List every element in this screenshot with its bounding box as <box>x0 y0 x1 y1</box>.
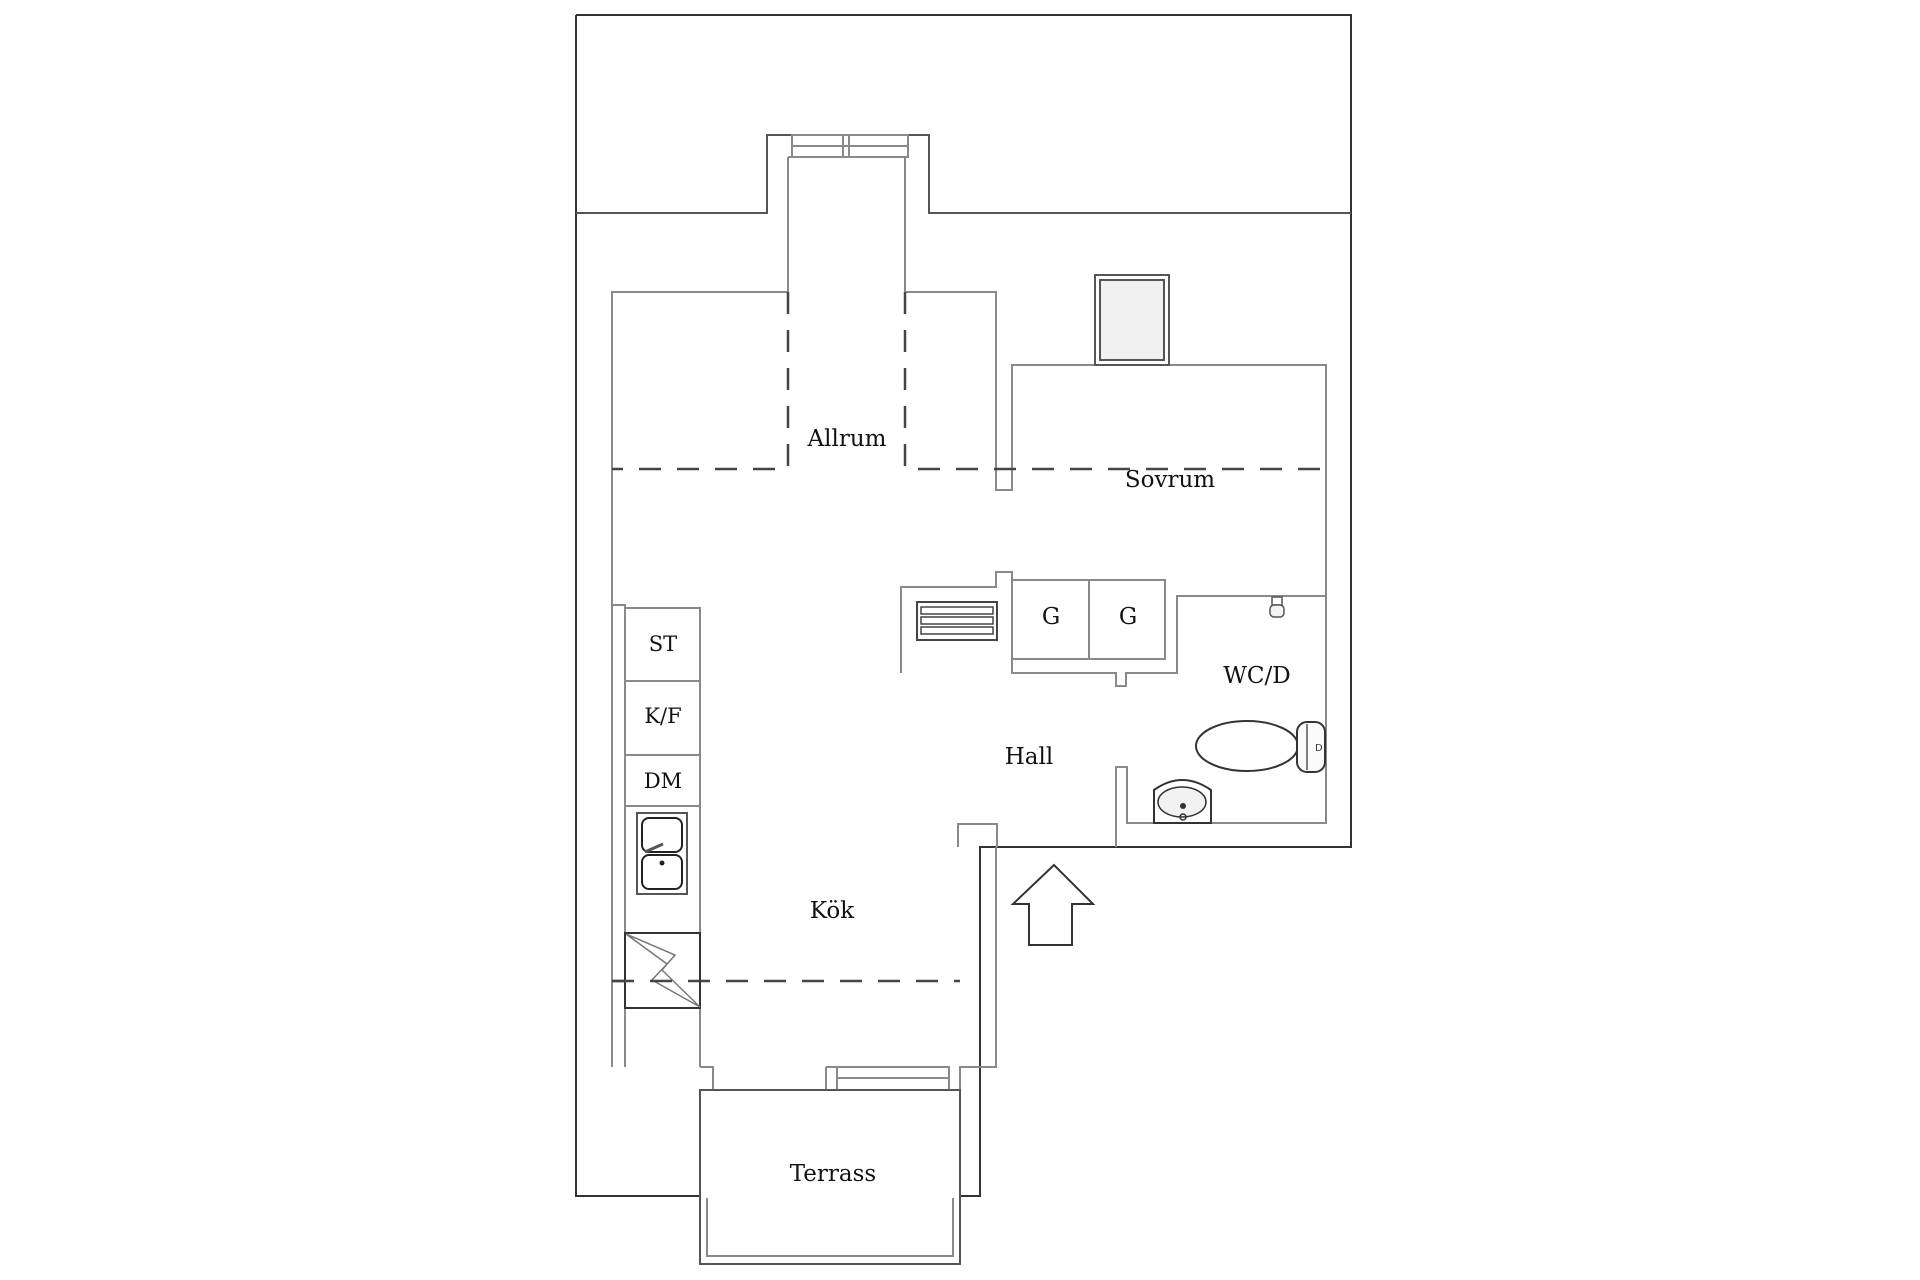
roof-line <box>576 134 1351 214</box>
ceiling-line-allrum <box>612 292 790 471</box>
kitchen-window <box>825 1066 950 1090</box>
kitchen-sink-icon <box>636 812 688 895</box>
kitchen-unit-st: ST <box>649 632 677 656</box>
svg-text:D: D <box>1315 743 1323 754</box>
stove-icon <box>624 932 701 1009</box>
shower-icon <box>1269 596 1285 618</box>
radiator-icon <box>916 601 998 641</box>
closet-label: G <box>1119 604 1137 630</box>
kitchen-unit-kf: K/F <box>644 704 681 728</box>
closet-walls <box>900 571 1327 847</box>
dormer-window <box>787 134 909 292</box>
room-label-terrass: Terrass <box>790 1161 876 1187</box>
washbasin-icon <box>1153 779 1212 824</box>
room-label-sovrum: Sovrum <box>1125 467 1215 493</box>
room-label-wc: WC/D <box>1223 663 1290 689</box>
entrance-arrow-icon <box>1010 863 1096 946</box>
allrum-walls <box>611 291 1327 1067</box>
outer-boundary <box>576 14 1352 1197</box>
skylight-icon <box>1094 274 1170 366</box>
kitchen-unit-dm: DM <box>644 769 682 793</box>
room-label-hall: Hall <box>1005 744 1053 770</box>
kitchen-counter <box>612 604 701 1067</box>
terrace <box>699 1089 961 1265</box>
closet-label: G <box>1042 604 1060 630</box>
toilet-icon: D <box>1195 720 1326 773</box>
room-label-kok: Kök <box>810 898 855 924</box>
room-label-allrum: Allrum <box>807 426 887 452</box>
